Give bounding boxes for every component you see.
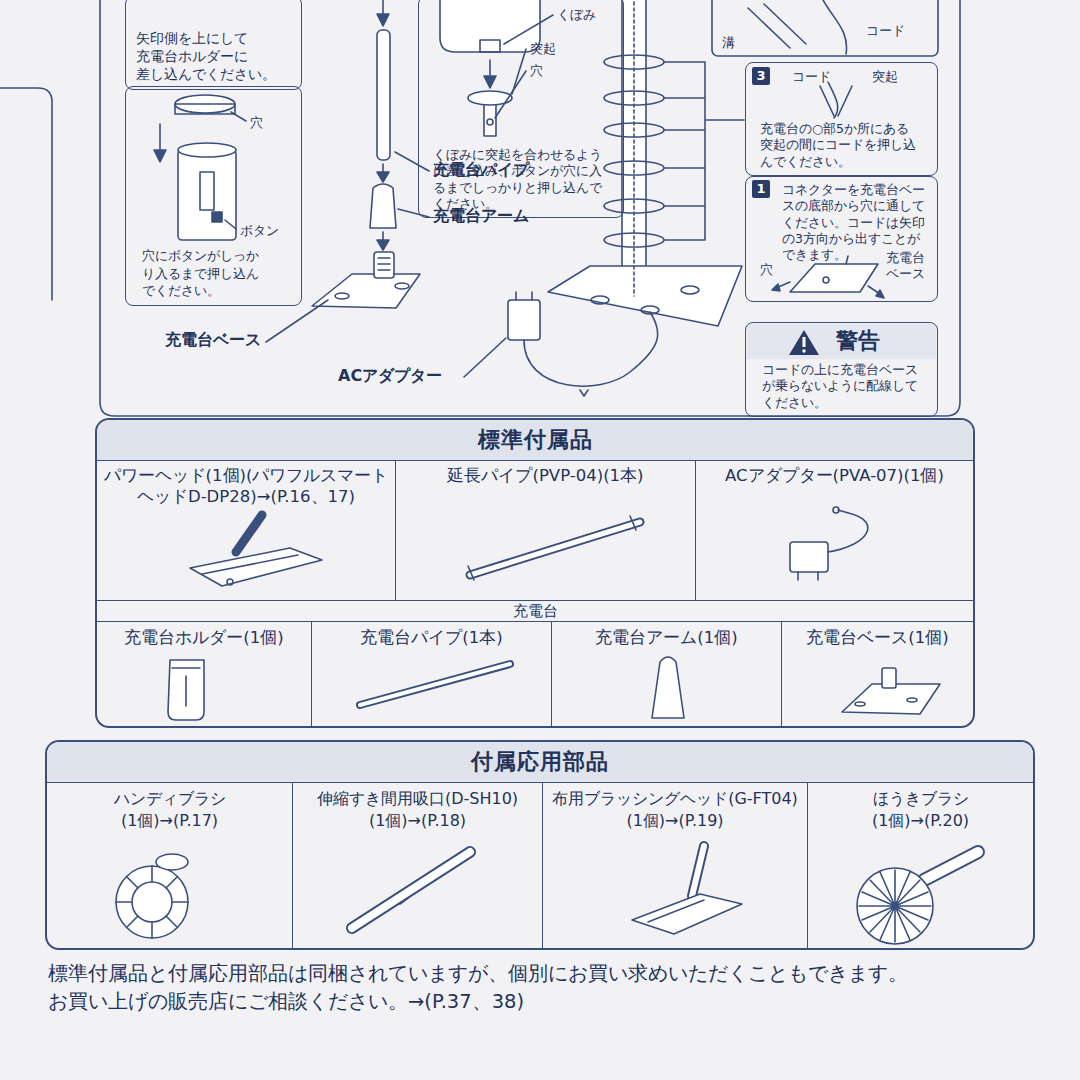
table-cell: パワーヘッド(1個)(パワフルスマートヘッドD-DP28)→(P.16、17) (97, 460, 395, 600)
part-name: 充電台パイプ (433, 160, 529, 181)
part-label: 穴 (530, 62, 543, 80)
part-label: くぼみ (557, 6, 596, 24)
box-text: ハンディブラシ (1個)→(P.17) (95, 788, 245, 831)
warning-text: コードの上に充電台ベースが乗らないように配線してください。 (762, 362, 922, 411)
table-cell: ハンディブラシ (1個)→(P.17) (47, 782, 292, 948)
box-text: 伸縮すき間用吸口(D-SH10) (1個)→(P.18) (300, 788, 536, 831)
part-name: 充電台アーム (433, 206, 529, 227)
box-text: 充電台アーム(1個) (552, 622, 781, 648)
part-label: 充電台ベース (886, 250, 928, 281)
box-text: 布用ブラッシングヘッド(G-FT04) (1個)→(P.19) (547, 788, 803, 831)
box-text: 延長パイプ(PVP-04)(1本) (396, 460, 695, 486)
box-text: 充電台ベース(1個) (782, 622, 973, 648)
warning-box: 警告コードの上に充電台ベースが乗らないように配線してください。 (745, 322, 938, 417)
box-text: パワーヘッド(1個)(パワフルスマートヘッドD-DP28)→(P.16、17) (97, 460, 395, 508)
row-heading: 充電台 (97, 601, 973, 621)
part-label: コード (866, 22, 905, 40)
box-text: 矢印側を上にして 充電台ホルダーに 差し込んでください。 (136, 29, 288, 84)
table-cell: 充電台ホルダー(1個) (97, 621, 311, 727)
callout-number: 1 (752, 180, 770, 198)
table-cell: ほうきブラシ (1個)→(P.20) (807, 782, 1033, 948)
table-cell: 伸縮すき間用吸口(D-SH10) (1個)→(P.18) (292, 782, 542, 948)
table-heading: 付属応用部品 (47, 742, 1033, 783)
part-name: 充電台ベース (165, 330, 261, 351)
callout-number: 3 (752, 67, 770, 85)
box-text: 穴にボタンがしっかり入るまで押し込んでください。 (142, 247, 262, 300)
box-text: 充電台パイプ(1本) (312, 622, 551, 648)
table-heading: 標準付属品 (97, 420, 973, 461)
table-cell: 布用ブラッシングヘッド(G-FT04) (1個)→(P.19) (542, 782, 807, 948)
box-text: ほうきブラシ (1個)→(P.20) (846, 788, 996, 831)
table-cell: 延長パイプ(PVP-04)(1本) (395, 460, 695, 600)
part-name: ACアダプター (338, 366, 442, 387)
table-cell: 充電台ベース(1個) (781, 621, 973, 727)
part-label: ボタン (240, 222, 279, 240)
box-text: 充電台ホルダー(1個) (97, 622, 311, 648)
part-label: 突起 (872, 68, 898, 86)
part-label: 穴 (760, 262, 773, 279)
accessory-table: 標準付属品パワーヘッド(1個)(パワフルスマートヘッドD-DP28)→(P.16… (95, 418, 975, 728)
warning-heading: 警告 (746, 323, 937, 359)
step-box: 充電台の○部5か所にある突起の間にコードを押し込んでください。 (745, 62, 938, 176)
accessory-table: 付属応用部品ハンディブラシ (1個)→(P.17) 伸縮すき間用吸口(D-SH10… (45, 740, 1035, 950)
part-label: 穴 (250, 114, 263, 132)
table-cell: ACアダプター(PVA-07)(1個) (695, 460, 973, 600)
box-text: くぼみに突起を合わせるように差し込み、ボタンが穴に入るまでしっかりと押し込んでく… (433, 147, 605, 212)
table-cell: 充電台パイプ(1本) (311, 621, 551, 727)
instruction-box: 矢印側を上にして 充電台ホルダーに 差し込んでください。 (125, 0, 302, 90)
step-box: コネクターを充電台ベースの底部から穴に通してください。コードは矢印の3方向から出… (745, 176, 938, 302)
part-label: コード (792, 68, 831, 86)
box-text: ACアダプター(PVA-07)(1個) (696, 460, 973, 486)
box-text: 充電台の○部5か所にある突起の間にコードを押し込んでください。 (760, 121, 918, 170)
footnote: 標準付属品と付属応用部品は同梱されていますが、個別にお買い求めいただくこともでき… (48, 960, 908, 1017)
table-cell: 充電台アーム(1個) (551, 621, 781, 727)
table-row-group: 充電台充電台ホルダー(1個)充電台パイプ(1本)充電台アーム(1個)充電台ベース… (97, 600, 973, 726)
instruction-box: くぼみに突起を合わせるように差し込み、ボタンが穴に入るまでしっかりと押し込んでく… (418, 0, 624, 218)
instruction-box: 穴にボタンがしっかり入るまで押し込んでください。 (125, 86, 302, 306)
part-label: 溝 (722, 34, 735, 52)
part-label: 突起 (530, 40, 556, 58)
